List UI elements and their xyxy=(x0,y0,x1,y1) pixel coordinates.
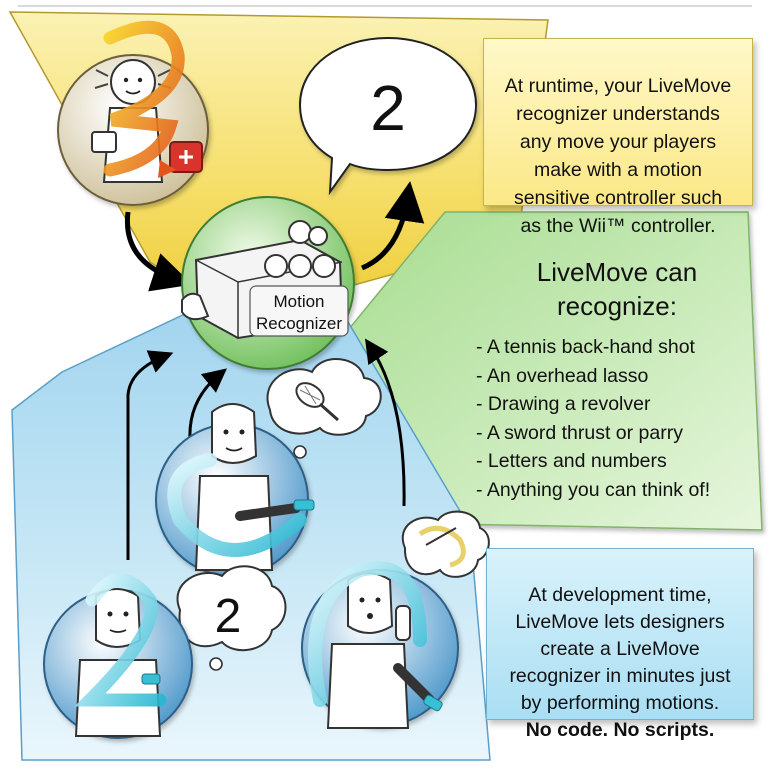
recognizer-label-line1: Motion xyxy=(273,292,324,311)
runtime-callout: At runtime, your LiveMove recognizer und… xyxy=(483,38,753,237)
capabilities-title: LiveMove can recognize: xyxy=(536,257,698,321)
digit-drawer-illustration xyxy=(43,573,193,739)
arrow-dev-middle xyxy=(188,368,227,441)
speech-bubble-digit: 2 xyxy=(370,72,406,144)
digit-thought-bubble: 2 xyxy=(176,565,287,671)
capability-item: - Anything you can think of! xyxy=(476,478,711,501)
capability-item: - A sword thrust or parry xyxy=(476,421,683,444)
motion-recognizer: Motion Recognizer xyxy=(181,196,355,370)
capability-item: - Letters and numbers xyxy=(476,450,667,472)
arrow-out-of-recognizer xyxy=(360,181,425,271)
capabilities-list: - A tennis back-hand shot - An overhead … xyxy=(476,333,766,504)
speech-bubble: 2 xyxy=(298,36,478,196)
capability-item: - An overhead lasso xyxy=(476,364,649,387)
arrow-dev-left xyxy=(126,350,174,560)
capability-item: - A tennis back-hand shot xyxy=(476,336,695,358)
tennis-player-illustration xyxy=(155,403,315,577)
thought-bubble-digit: 2 xyxy=(215,590,242,643)
development-callout-emphasis: No code. No scripts. xyxy=(525,719,715,741)
lasso-thought-bubble xyxy=(394,510,490,592)
arrow-dev-right xyxy=(365,338,406,507)
capability-item: - Drawing a revolver xyxy=(476,393,651,415)
lasso-thrower-illustration xyxy=(301,561,459,729)
recognizer-label-line2: Recognizer xyxy=(256,314,342,333)
development-callout-text: At development time, LiveMove lets desig… xyxy=(509,584,731,714)
runtime-callout-text: At runtime, your LiveMove recognizer und… xyxy=(504,75,732,237)
capabilities-block: LiveMove can recognize: - A tennis back-… xyxy=(476,255,766,504)
girl-illustration xyxy=(57,20,209,206)
arrow-into-recognizer xyxy=(124,211,193,292)
development-callout: At development time, LiveMove lets desig… xyxy=(486,548,754,741)
